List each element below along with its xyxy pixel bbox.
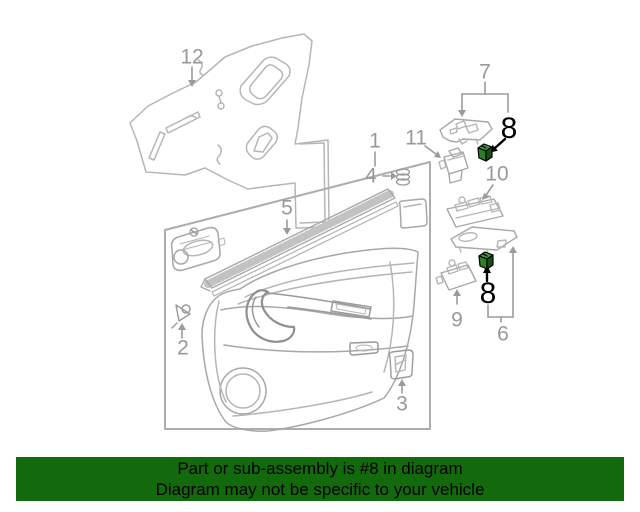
grommet-part4	[395, 168, 411, 186]
callout-label-5: 5	[281, 196, 293, 220]
callout-label-9: 9	[451, 308, 463, 332]
callout-label-8-upper: 8	[500, 112, 518, 145]
door-liner-part12	[129, 33, 330, 229]
callout-label-7: 7	[479, 60, 491, 84]
banner-line2: Diagram may not be specific to your vehi…	[155, 480, 485, 499]
highlighted-part8-lower[interactable]	[478, 251, 494, 270]
inner-door-handle	[170, 226, 226, 272]
callout-label-3: 3	[396, 392, 408, 416]
switch-garnish-part6	[450, 226, 518, 255]
callout-label-8-lower: 8	[479, 277, 497, 310]
callout-label-2: 2	[177, 336, 189, 360]
clip-part2	[171, 304, 191, 329]
banner-line1: Part or sub-assembly is #8 in diagram	[177, 459, 463, 478]
leader-lines	[178, 66, 517, 394]
callout-label-4: 4	[365, 164, 377, 188]
handle-case-part3	[388, 349, 414, 380]
callout-label-6: 6	[497, 322, 509, 346]
switch-part9	[435, 259, 477, 291]
highlight-banner: Part or sub-assembly is #8 in diagram Di…	[16, 457, 624, 501]
weatherstrip-part5	[200, 188, 399, 297]
highlighted-part8-upper[interactable]	[477, 143, 493, 162]
assembly-box-part1	[164, 161, 431, 430]
callout-label-12: 12	[180, 45, 204, 69]
callout-label-1: 1	[369, 129, 381, 153]
callout-label-10: 10	[485, 162, 509, 186]
door-trim-panel	[201, 198, 428, 432]
master-switch-part10	[446, 195, 504, 228]
switch-part11	[438, 147, 469, 184]
switch-garnish-part7	[439, 118, 493, 145]
callout-label-11: 11	[405, 126, 427, 150]
